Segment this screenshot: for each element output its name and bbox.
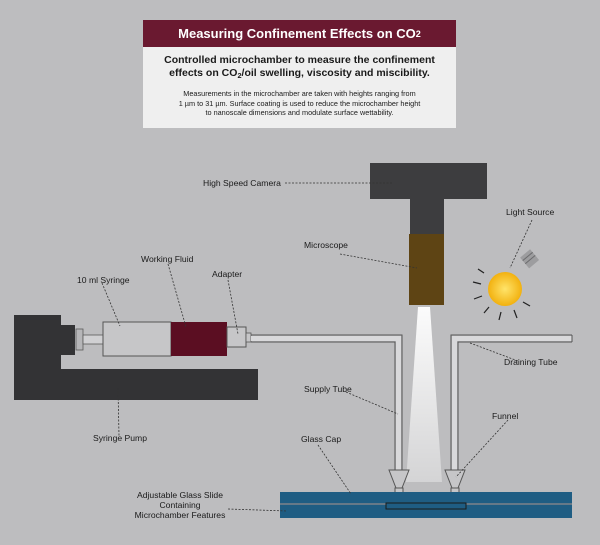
label-high-speed-camera: High Speed Camera bbox=[203, 178, 281, 188]
info-body: Measurements in the microchamber are tak… bbox=[143, 89, 456, 118]
leader-supply-tube bbox=[345, 391, 399, 415]
label-microscope: Microscope bbox=[304, 240, 348, 250]
syringe-body bbox=[102, 321, 172, 357]
label-draining-tube: Draining Tube bbox=[504, 357, 558, 367]
label-adapter: Adapter bbox=[212, 269, 243, 279]
label-glass-slide: Adjustable Glass Slide Containing Microc… bbox=[127, 490, 233, 520]
info-headline-subscript: 2 bbox=[237, 71, 242, 80]
adapter bbox=[226, 326, 247, 348]
title-text: Measuring Confinement Effects on CO bbox=[178, 26, 416, 41]
info-body-line3: to nanoscale dimensions and modulate sur… bbox=[205, 108, 394, 118]
label-funnel: Funnel bbox=[492, 411, 519, 421]
info-headline-line2b: /oil swelling, viscosity and miscibility… bbox=[241, 67, 430, 79]
leader-light-source bbox=[509, 219, 533, 269]
label-glass-slide-line2: Containing bbox=[159, 500, 201, 510]
label-glass-slide-line3: Microchamber Features bbox=[134, 510, 226, 520]
label-syringe-pump: Syringe Pump bbox=[93, 433, 147, 443]
label-glass-slide-line1: Adjustable Glass Slide bbox=[137, 490, 223, 500]
supply-tube bbox=[251, 334, 403, 470]
label-glass-cap: Glass Cap bbox=[301, 434, 342, 444]
leader-syringe bbox=[101, 282, 121, 327]
info-body-line1: Measurements in the microchamber are tak… bbox=[183, 89, 416, 98]
adapter-tip bbox=[245, 332, 252, 343]
info-box: Controlled microchamber to measure the c… bbox=[143, 47, 456, 128]
light-bulb-icon bbox=[472, 249, 540, 321]
leader-microscope bbox=[339, 253, 418, 269]
light-beam bbox=[406, 307, 442, 482]
info-headline-line1: Controlled microchamber to measure the c… bbox=[164, 54, 435, 66]
leader-syringe-pump bbox=[117, 387, 120, 437]
label-working-fluid: Working Fluid bbox=[141, 254, 194, 264]
draining-tube bbox=[450, 334, 573, 470]
working-fluid bbox=[171, 322, 227, 356]
left-funnel bbox=[388, 469, 410, 489]
info-body-line2: 1 µm to 31 µm. Surface coating is used t… bbox=[178, 98, 421, 108]
supply-tube-fill bbox=[251, 336, 401, 470]
info-headline-line2a: effects on CO bbox=[169, 67, 238, 79]
syringe-plunger bbox=[82, 334, 104, 345]
leader-working-fluid bbox=[167, 263, 187, 328]
leader-glass-slide bbox=[227, 508, 288, 512]
leader-glass-cap bbox=[317, 444, 352, 495]
info-headline: Controlled microchamber to measure the c… bbox=[143, 54, 456, 82]
leader-draining-tube bbox=[469, 342, 519, 362]
label-syringe: 10 ml Syringe bbox=[77, 275, 130, 285]
label-supply-tube: Supply Tube bbox=[304, 384, 352, 394]
title-subscript: 2 bbox=[415, 28, 421, 39]
glass-slide-lower bbox=[280, 505, 572, 518]
microscope bbox=[409, 234, 444, 305]
high-speed-camera bbox=[370, 163, 487, 234]
leader-adapter bbox=[227, 279, 239, 335]
glass-slide-upper bbox=[280, 492, 572, 503]
syringe-flange bbox=[75, 328, 84, 351]
syringe-pump bbox=[14, 315, 258, 400]
label-light-source: Light Source bbox=[506, 207, 555, 217]
right-funnel bbox=[444, 469, 466, 489]
glass-cap bbox=[385, 502, 467, 510]
leader-funnel bbox=[455, 419, 509, 478]
